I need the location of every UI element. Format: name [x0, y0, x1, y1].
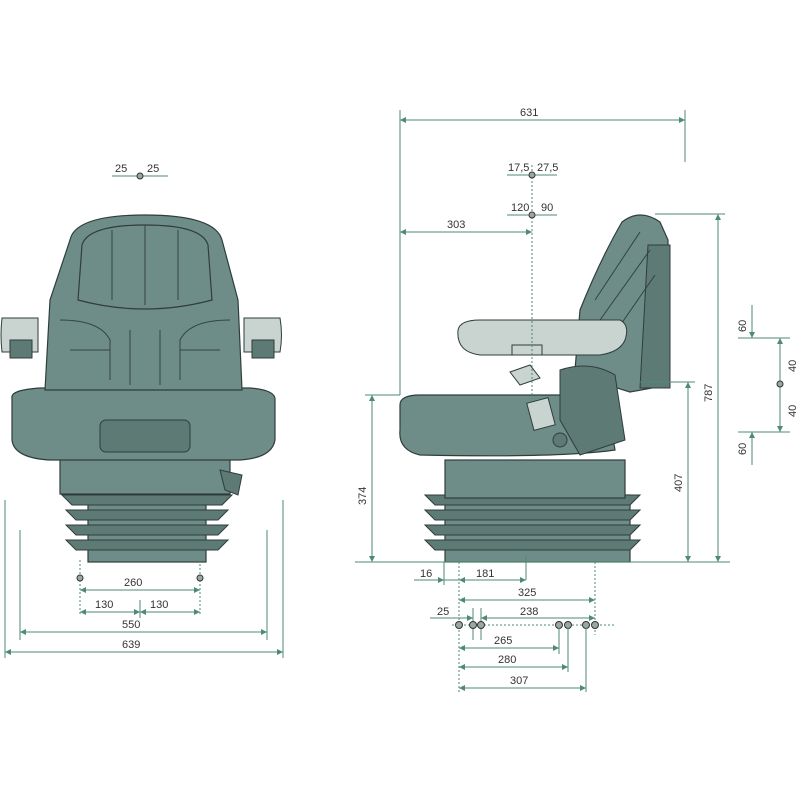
side-lever [526, 397, 556, 431]
dim-side-374: 374 [357, 487, 369, 505]
dim-side-60-top: 60 [737, 320, 749, 332]
dim-front-130-right: 130 [150, 599, 168, 611]
dim-front-550: 550 [122, 619, 140, 631]
dim-side-181: 181 [476, 568, 494, 580]
dim-side-40-top: 40 [787, 360, 799, 372]
dim-front-639: 639 [122, 639, 140, 651]
front-lever [219, 469, 243, 496]
dim-side-90: 90 [541, 202, 553, 214]
dim-side-265: 265 [494, 635, 512, 647]
side-dimensions: 631 17,5 27,5 120 90 303 374 407 787 60 … [355, 107, 799, 692]
dim-side-27-5: 27,5 [537, 162, 558, 174]
dim-side-60-bottom: 60 [737, 443, 749, 455]
dim-side-325: 325 [518, 587, 536, 599]
front-view-seat [0, 214, 282, 563]
mounting-holes [455, 621, 599, 629]
side-view-seat [399, 214, 671, 563]
dim-side-25: 25 [437, 606, 449, 618]
dim-side-16: 16 [420, 568, 432, 580]
dim-front-top-left: 25 [115, 163, 127, 175]
dim-side-238: 238 [520, 606, 538, 618]
dim-side-40-bottom: 40 [787, 405, 799, 417]
dim-side-120: 120 [511, 202, 529, 214]
dim-front-130-left: 130 [95, 599, 113, 611]
side-bellows [423, 494, 642, 563]
dim-side-303: 303 [447, 219, 465, 231]
center-mark-icon [136, 172, 144, 180]
dim-front-top-right: 25 [147, 163, 159, 175]
dim-front-260: 260 [124, 577, 142, 589]
dim-side-407: 407 [673, 474, 685, 492]
dim-side-631: 631 [520, 107, 538, 119]
side-armrest [457, 319, 628, 356]
front-suspension-base [59, 457, 231, 495]
dim-side-280: 280 [498, 654, 516, 666]
front-bellows [60, 489, 234, 563]
dim-side-787: 787 [703, 384, 715, 402]
side-suspension-base [444, 459, 626, 499]
dim-side-307: 307 [510, 675, 528, 687]
front-dimensions: 25 25 260 130 130 550 639 [4, 163, 284, 658]
dim-side-17-5: 17,5 [508, 162, 529, 174]
